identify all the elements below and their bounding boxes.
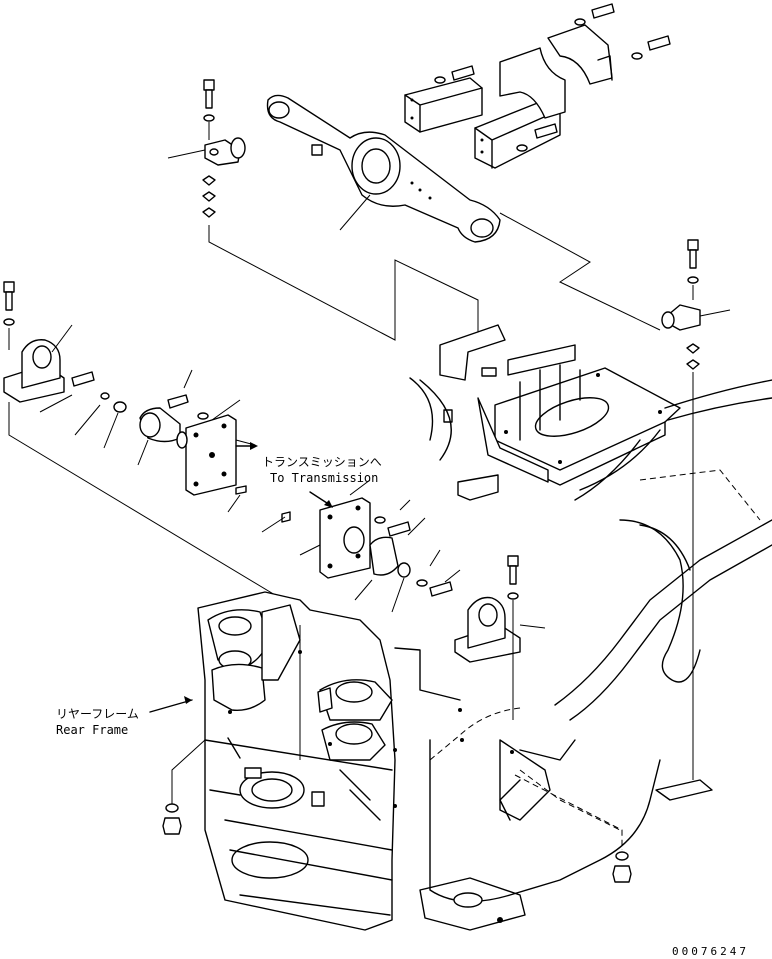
rear-frame xyxy=(171,469,772,931)
rear-frame-arrow xyxy=(149,699,193,713)
drawing-number: 00076247 xyxy=(672,945,749,958)
left-trunnion-assembly xyxy=(3,281,301,625)
transmission-label-en: To Transmission xyxy=(270,471,378,485)
mount-plate-upper xyxy=(404,77,483,133)
clamp-half-right xyxy=(547,24,613,85)
right-plate xyxy=(655,779,713,801)
clamp-half-left xyxy=(499,47,566,119)
pivot-beam-assembly xyxy=(167,3,671,243)
transmission-label-jp: トランスミッションへ xyxy=(262,455,382,469)
bearing-block-right xyxy=(454,555,546,720)
rear-frame-label-jp: リヤーフレーム xyxy=(56,707,139,721)
rear-frame-label-en: Rear Frame xyxy=(56,723,128,737)
bolt-head xyxy=(203,79,215,91)
center-trunnion-assembly xyxy=(261,479,461,613)
transmission-mount xyxy=(409,324,772,501)
nuts-washers xyxy=(162,774,632,883)
leader-line xyxy=(208,225,479,345)
right-pin-assembly xyxy=(655,239,731,801)
